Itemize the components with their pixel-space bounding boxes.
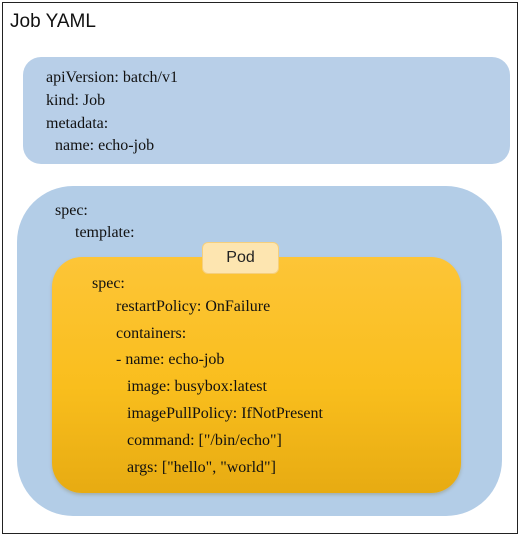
- pod-spec-line: - name: echo-job: [116, 351, 225, 368]
- pod-template-block: [52, 257, 461, 493]
- job-metadata-block: [23, 57, 510, 164]
- pod-tab: Pod: [202, 242, 279, 274]
- metadata-line: metadata:: [46, 115, 109, 132]
- metadata-line: name: echo-job: [55, 137, 155, 154]
- spec-line: template:: [75, 224, 135, 241]
- diagram-title: Job YAML: [10, 11, 96, 32]
- pod-spec-line: image: busybox:latest: [127, 378, 267, 395]
- pod-spec-line: containers:: [116, 325, 187, 342]
- pod-spec-line: restartPolicy: OnFailure: [116, 298, 271, 315]
- pod-tab-label: Pod: [226, 249, 255, 266]
- pod-spec-line: args: ["hello", "world"]: [127, 459, 276, 476]
- pod-spec-line: command: ["/bin/echo"]: [127, 432, 282, 449]
- spec-line: spec:: [55, 202, 88, 219]
- metadata-line: kind: Job: [46, 92, 106, 109]
- metadata-line: apiVersion: batch/v1: [46, 69, 178, 86]
- pod-spec-line: spec:: [92, 275, 125, 292]
- pod-spec-line: imagePullPolicy: IfNotPresent: [127, 405, 323, 422]
